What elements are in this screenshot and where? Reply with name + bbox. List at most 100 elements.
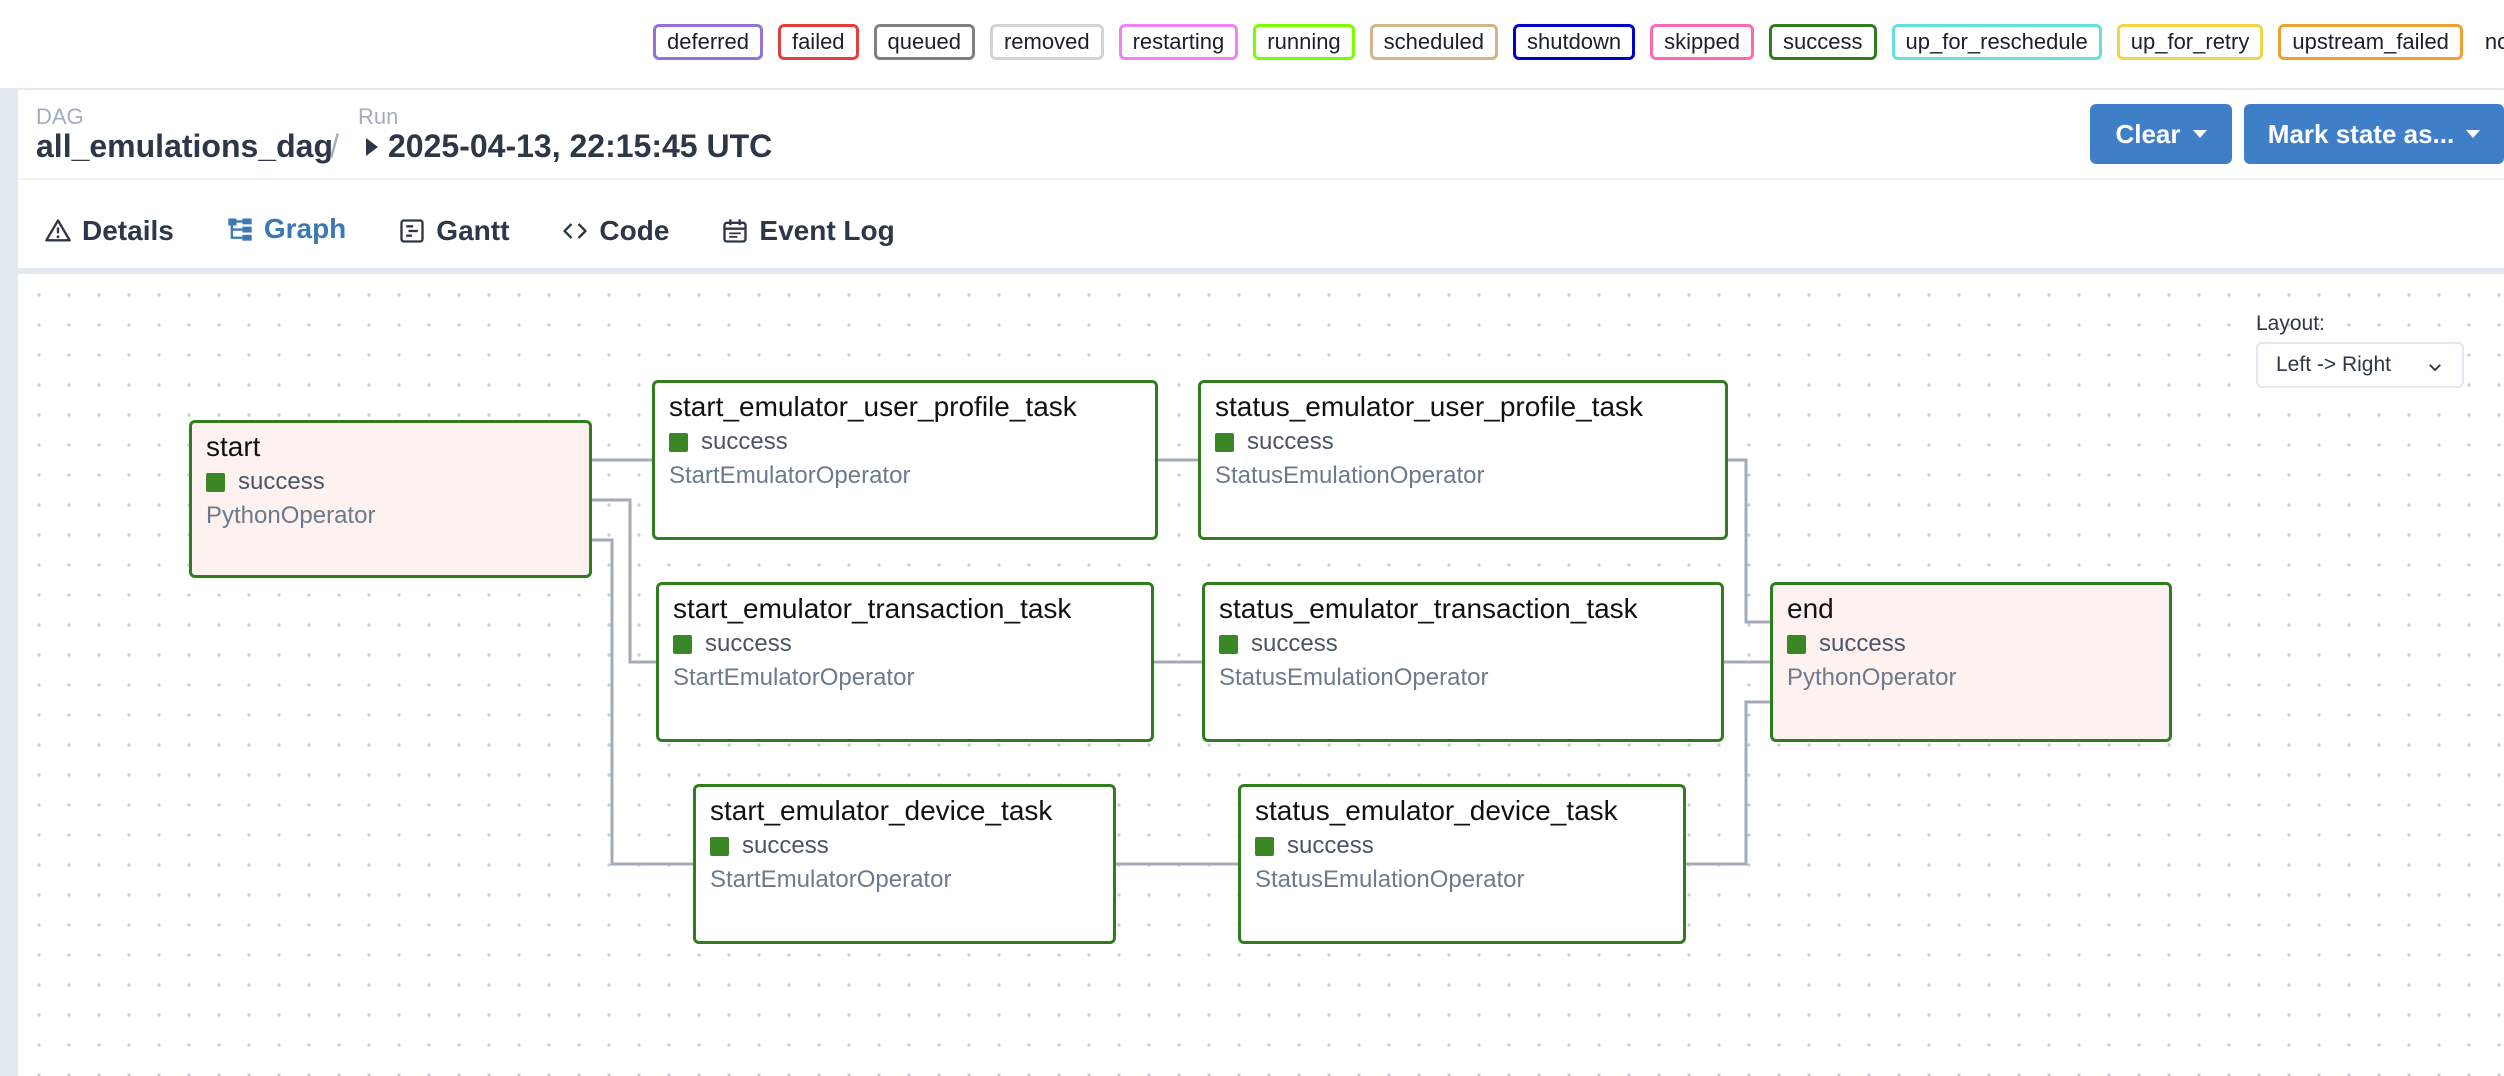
task-state-label: success xyxy=(742,832,829,859)
task-node-start[interactable]: start success PythonOperator xyxy=(189,420,592,578)
task-state: success xyxy=(1219,627,1721,661)
caret-down-icon xyxy=(2192,130,2207,138)
calendar-icon xyxy=(721,217,749,245)
top-divider xyxy=(0,88,2504,90)
legend-up-for-retry[interactable]: up_for_retry xyxy=(2116,24,2264,60)
tab-code[interactable]: Code xyxy=(535,190,695,272)
task-node-status-emulator-user-profile[interactable]: status_emulator_user_profile_task succes… xyxy=(1198,380,1728,540)
task-operator: StartEmulatorOperator xyxy=(710,866,952,893)
mark-state-button-label: Mark state as... xyxy=(2267,118,2455,149)
play-icon xyxy=(366,137,378,156)
task-state: success xyxy=(1255,829,1683,863)
task-state: success xyxy=(673,627,1151,661)
task-operator: PythonOperator xyxy=(1787,664,1957,691)
task-state-label: success xyxy=(1247,428,1334,455)
task-operator: StatusEmulationOperator xyxy=(1255,866,1525,893)
tab-gantt[interactable]: Gantt xyxy=(372,190,535,272)
mark-state-button[interactable]: Mark state as... xyxy=(2244,104,2504,164)
tab-details[interactable]: Details xyxy=(18,190,200,272)
task-node-start-emulator-user-profile[interactable]: start_emulator_user_profile_task success… xyxy=(652,380,1158,540)
layout-select-value: Left -> Right xyxy=(2276,353,2391,376)
run-label: Run xyxy=(358,104,399,129)
task-operator: StartEmulatorOperator xyxy=(673,664,915,691)
tab-event-log[interactable]: Event Log xyxy=(695,190,920,272)
task-name: start_emulator_device_task xyxy=(710,795,1053,826)
run-id[interactable]: 2025-04-13, 22:15:45 UTC xyxy=(366,128,772,165)
warning-icon xyxy=(44,217,72,245)
tab-gantt-label: Gantt xyxy=(436,215,510,246)
status-square-icon xyxy=(1787,634,1806,654)
edge-start-tx xyxy=(590,498,658,664)
tab-details-label: Details xyxy=(82,215,174,246)
state-legend: deferred failed queued removed restartin… xyxy=(653,22,2504,62)
status-square-icon xyxy=(1219,634,1238,654)
legend-removed[interactable]: removed xyxy=(989,24,1104,60)
legend-success[interactable]: success xyxy=(1769,24,1877,60)
legend-scheduled[interactable]: scheduled xyxy=(1369,24,1498,60)
task-name: status_emulator_user_profile_task xyxy=(1215,391,1644,422)
layout-select[interactable]: Left -> Right xyxy=(2256,342,2464,388)
status-square-icon xyxy=(206,472,225,492)
breadcrumb-separator: / xyxy=(330,128,339,164)
status-square-icon xyxy=(673,634,692,654)
task-state: success xyxy=(710,829,1113,863)
chevron-down-icon xyxy=(2426,358,2444,382)
task-name: start_emulator_user_profile_task xyxy=(669,391,1077,422)
header-divider xyxy=(18,178,2504,180)
gantt-icon xyxy=(398,217,426,245)
task-operator: StartEmulatorOperator xyxy=(669,462,911,489)
legend-upstream-failed[interactable]: upstream_failed xyxy=(2278,24,2463,60)
legend-running[interactable]: running xyxy=(1253,24,1355,60)
task-node-start-emulator-transaction[interactable]: start_emulator_transaction_task success … xyxy=(656,582,1154,742)
legend-restarting[interactable]: restarting xyxy=(1118,24,1239,60)
dag-name[interactable]: all_emulations_dag xyxy=(36,128,333,164)
tab-graph-label: Graph xyxy=(263,213,347,244)
tab-bar: Details Graph Gantt Code Event Log xyxy=(18,190,921,272)
clear-button[interactable]: Clear xyxy=(2090,104,2232,164)
task-name: end xyxy=(1787,593,1834,624)
dag-label: DAG xyxy=(36,104,84,129)
task-state: success xyxy=(1215,425,1725,459)
legend-up-for-reschedule[interactable]: up_for_reschedule xyxy=(1891,24,2102,60)
status-square-icon xyxy=(710,836,729,856)
caret-down-icon xyxy=(2466,130,2481,138)
tab-event-log-label: Event Log xyxy=(759,215,895,246)
task-name: start xyxy=(206,431,261,462)
edge-start-dev xyxy=(590,538,695,866)
run-value: 2025-04-13, 22:15:45 UTC xyxy=(388,128,773,164)
task-state: success xyxy=(669,425,1155,459)
status-square-icon xyxy=(1215,432,1234,452)
task-state: success xyxy=(1787,627,2169,661)
task-state-label: success xyxy=(705,630,792,657)
task-operator: PythonOperator xyxy=(206,502,376,529)
task-state-label: success xyxy=(1287,832,1374,859)
task-node-end[interactable]: end success PythonOperator xyxy=(1770,582,2172,742)
legend-shutdown[interactable]: shutdown xyxy=(1512,24,1636,60)
left-rail xyxy=(0,90,18,1076)
legend-queued[interactable]: queued xyxy=(873,24,975,60)
legend-skipped[interactable]: skipped xyxy=(1650,24,1755,60)
task-name: status_emulator_transaction_task xyxy=(1219,593,1638,624)
task-state-label: success xyxy=(1819,630,1906,657)
task-node-start-emulator-device[interactable]: start_emulator_device_task success Start… xyxy=(693,784,1116,944)
task-node-status-emulator-device[interactable]: status_emulator_device_task success Stat… xyxy=(1238,784,1686,944)
status-square-icon xyxy=(669,432,688,452)
edge-status-dev-end xyxy=(1684,700,1772,866)
task-node-status-emulator-transaction[interactable]: status_emulator_transaction_task success… xyxy=(1202,582,1724,742)
legend-no-status[interactable]: no_status xyxy=(2484,29,2504,54)
tab-underline xyxy=(18,268,2504,274)
task-name: start_emulator_transaction_task xyxy=(673,593,1072,624)
legend-deferred[interactable]: deferred xyxy=(653,24,763,60)
task-state: success xyxy=(206,465,589,499)
graph-icon xyxy=(226,215,254,243)
legend-failed[interactable]: failed xyxy=(777,24,859,60)
edge-status-user-end xyxy=(1726,458,1772,624)
task-operator: StatusEmulationOperator xyxy=(1215,462,1485,489)
task-state-label: success xyxy=(238,468,325,495)
task-operator: StatusEmulationOperator xyxy=(1219,664,1489,691)
layout-label: Layout: xyxy=(2256,312,2325,335)
tab-code-label: Code xyxy=(599,215,670,246)
clear-button-label: Clear xyxy=(2115,118,2181,149)
task-state-label: success xyxy=(1251,630,1338,657)
